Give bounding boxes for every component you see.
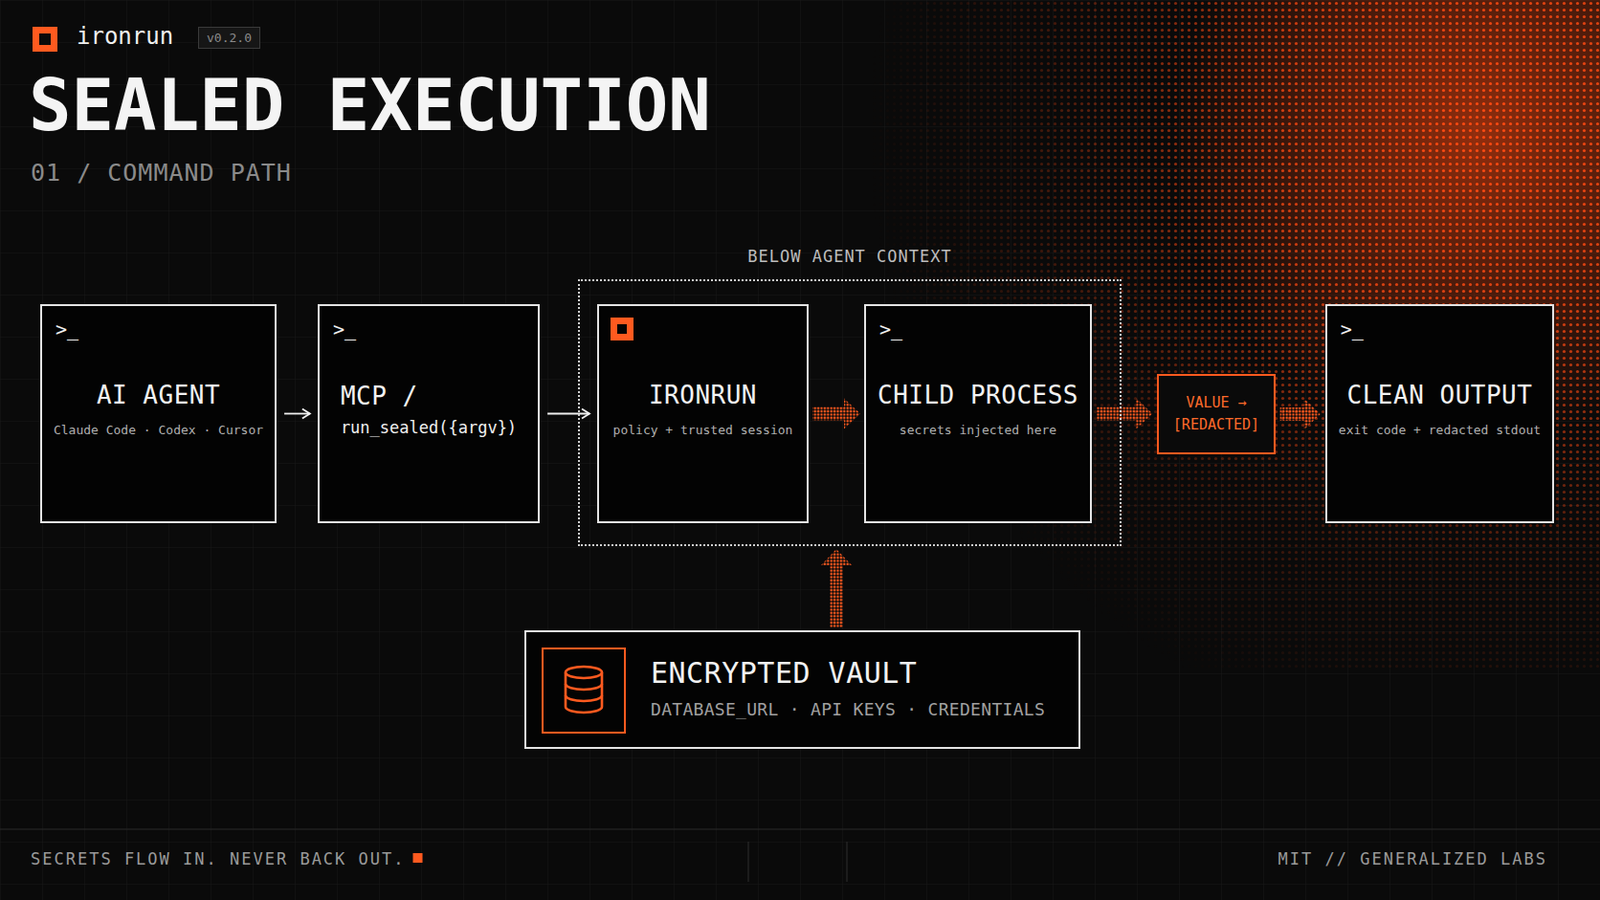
ironrun-icon [610,317,636,343]
agent-box: >_ AI AGENT Claude Code · Codex · Cursor [40,304,277,524]
prompt-glyph: >_ [333,317,356,341]
code-text: run_sealed({argv}) [340,418,517,438]
box-title: IRONRUN [648,380,757,410]
prompt-glyph: >_ [1340,317,1364,341]
box-title: MCP / [340,381,419,411]
box-title: AI AGENT [96,380,221,410]
prompt-glyph: >_ [55,317,79,341]
command-arrow [284,413,311,416]
box-subtitle: policy + trusted session [613,422,794,438]
flow-arrow [1280,399,1321,430]
version-badge: v0.2.0 [198,26,261,49]
footer-credit: MIT // GENERALIZED LABS [1278,849,1548,869]
box-subtitle: Claude Code · Codex · Cursor [53,422,264,438]
header-icon [32,26,58,52]
sealed-region: BELOW AGENT CONTEXTIRONRUNpolicy + trust… [577,279,1122,547]
redaction-text: VALUE → [REDACTED] [1168,392,1264,438]
page-title: SEALED EXECUTION [28,66,712,145]
flow-arrow [821,549,852,628]
footer-mark [413,853,423,864]
brand-name: ironrun [76,22,174,50]
vault-box: ENCRYPTED VAULT DATABASE_URL · API KEYS ·… [524,630,1081,750]
ironrun-box: IRONRUN policy + trusted session [597,304,809,524]
footer-rule [0,829,1600,831]
command-arrow [547,413,590,416]
footer-divider [846,842,848,883]
box-title: CHILD PROCESS [877,380,1079,410]
box-subtitle: secrets injected here [899,422,1057,438]
redaction-box: VALUE → [REDACTED] [1156,374,1275,455]
database-icon [541,647,626,734]
mcp-box: >_ MCP / run_sealed({argv}) [317,304,540,524]
footer-divider [748,842,750,883]
flow-arrow [812,399,861,430]
prompt-glyph: >_ [879,317,903,341]
output-box: >_ CLEAN OUTPUT exit code + redacted stdou… [1325,304,1555,524]
footer-tagline: SECRETS FLOW IN. NEVER BACK OUT. [30,849,406,869]
vault-title: ENCRYPTED VAULT [650,656,917,690]
process-box: >_ CHILD PROCESS secrets injected here [864,304,1092,524]
footer-square [413,853,423,864]
halftone [861,0,1600,670]
flow-arrow [1096,399,1153,430]
region-heading: BELOW AGENT CONTEXT [579,246,1120,267]
box-subtitle: exit code + redacted stdout [1338,422,1541,438]
section-subtitle: 01 / COMMAND PATH [30,158,292,187]
box-title: CLEAN OUTPUT [1347,380,1534,410]
vault-subtitle: DATABASE_URL · API KEYS · CREDENTIALS [650,699,1045,720]
